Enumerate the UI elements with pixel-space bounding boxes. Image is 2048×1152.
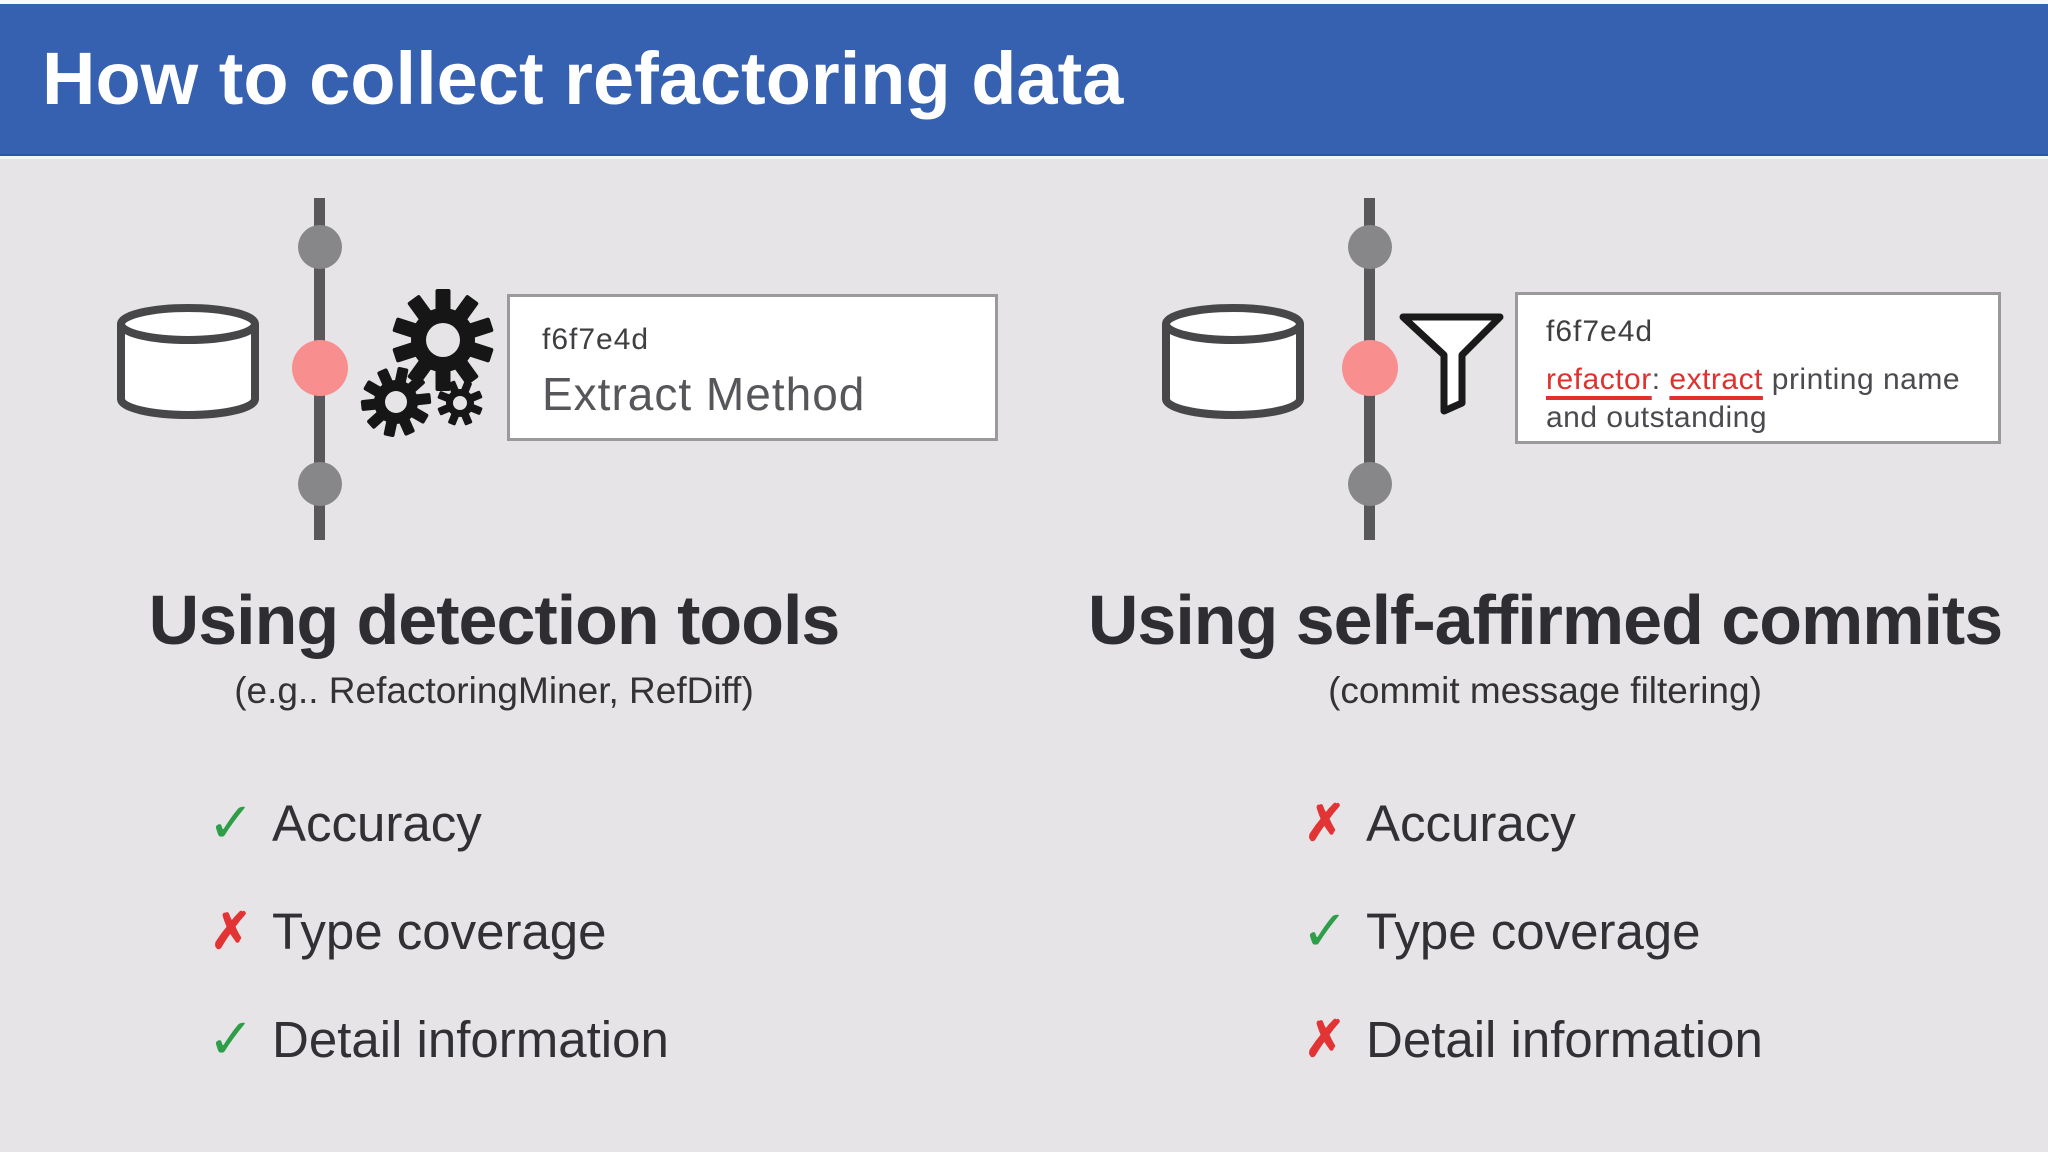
- checklist-item: ✓ Detail information: [198, 997, 669, 1081]
- divider: [0, 156, 2048, 159]
- title-bar: How to collect refactoring data: [0, 4, 2048, 156]
- checklist-label: Detail information: [272, 1010, 669, 1068]
- commit-hash: f6f7e4d: [1546, 315, 1654, 348]
- top-strip: [0, 0, 2048, 4]
- commit-message: Extract Method: [542, 368, 866, 420]
- commit-message-box: f6f7e4d refactor: extract printing name a…: [1515, 292, 2001, 444]
- section-title: Using detection tools: [148, 581, 841, 659]
- commit-node-top: [298, 225, 342, 269]
- page-title: How to collect refactoring data: [42, 37, 1124, 120]
- check-icon: ✓: [207, 791, 255, 854]
- checklist-label: Type coverage: [272, 902, 607, 960]
- checklist-item: ✗ Accuracy: [1292, 781, 1763, 865]
- checklist-item: ✗ Detail information: [1292, 997, 1763, 1081]
- message-text: and outstanding: [1546, 401, 1768, 435]
- checklist-item: ✓ Accuracy: [198, 781, 669, 865]
- commit-hash: f6f7e4d: [542, 323, 650, 356]
- checklist-item: ✗ Type coverage: [198, 889, 669, 973]
- extract-keyword: extract: [1669, 363, 1763, 396]
- section-subtitle: (e.g.. RefactoringMiner, RefDiff): [234, 669, 754, 711]
- message-colon: :: [1651, 363, 1670, 396]
- database-icon: [1162, 304, 1304, 419]
- commit-message-box: f6f7e4d Extract Method: [507, 294, 998, 441]
- checklist-label: Type coverage: [1366, 902, 1701, 960]
- message-text: printing name: [1762, 363, 1961, 396]
- database-icon: [117, 304, 259, 419]
- checklist-item: ✓ Type coverage: [1292, 889, 1763, 973]
- refactor-keyword: refactor: [1546, 363, 1652, 396]
- section-subtitle: (commit message filtering): [1328, 669, 1762, 711]
- gears-icon: [360, 289, 494, 438]
- cross-icon: ✗: [1304, 1011, 1346, 1067]
- commit-node-current: [292, 340, 348, 396]
- check-icon: ✓: [1301, 899, 1349, 962]
- left-section-heading: Using detection tools (e.g.. Refactoring…: [114, 581, 874, 712]
- commit-node-bottom: [1348, 462, 1392, 506]
- commit-node-current: [1342, 340, 1398, 396]
- commit-node-top: [1348, 225, 1392, 269]
- right-checklist: ✗ Accuracy ✓ Type coverage ✗ Detail info…: [1292, 781, 1763, 1105]
- commit-node-bottom: [298, 462, 342, 506]
- funnel-icon: [1399, 313, 1504, 415]
- cross-icon: ✗: [1304, 795, 1346, 851]
- checklist-label: Accuracy: [1366, 794, 1576, 852]
- check-icon: ✓: [207, 1007, 255, 1070]
- checklist-label: Detail information: [1366, 1010, 1763, 1068]
- section-title: Using self-affirmed commits: [1087, 581, 2003, 659]
- right-section-heading: Using self-affirmed commits (commit mess…: [1085, 581, 2005, 712]
- checklist-label: Accuracy: [272, 794, 482, 852]
- commit-message: refactor: extract printing name and outst…: [1546, 361, 1998, 438]
- cross-icon: ✗: [210, 903, 252, 959]
- left-checklist: ✓ Accuracy ✗ Type coverage ✓ Detail info…: [198, 781, 669, 1105]
